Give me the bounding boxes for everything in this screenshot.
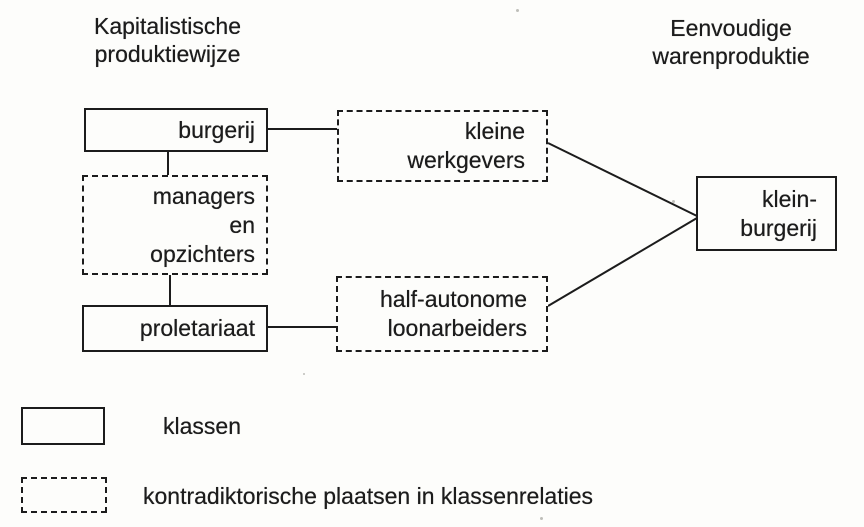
node-burgerij-label: burgerij [178, 116, 255, 143]
scan-speck [672, 200, 675, 203]
scan-speck [540, 517, 543, 520]
node-kleinburgerij-label: klein- burgerij [740, 185, 817, 241]
legend-dashed-box-swatch [21, 477, 107, 513]
node-half-autonome-loonarbeiders: half-autonome loonarbeiders [336, 276, 548, 352]
node-burgerij: burgerij [84, 108, 268, 152]
edge-kleine-werkgevers-kleinburgerij [547, 142, 698, 217]
node-kleine-werkgevers: kleine werkgevers [337, 110, 548, 182]
legend-solid-label: klassen [163, 413, 241, 439]
node-half-autonome-loonarbeiders-label: half-autonome loonarbeiders [379, 286, 527, 341]
scan-speck [303, 373, 305, 375]
heading-kapitalistische-produktiewijze: Kapitalistische produktiewijze [93, 13, 242, 67]
node-kleinburgerij: klein- burgerij [696, 176, 837, 251]
legend-solid-box-swatch [21, 407, 105, 445]
node-managers-en-opzichters: managers en opzichters [82, 175, 268, 275]
node-managers-en-opzichters-label: managers en opzichters [150, 182, 255, 267]
node-proletariaat-label: proletariaat [139, 315, 255, 341]
edge-half-autonome-kleinburgerij [547, 217, 698, 307]
node-proletariaat: proletariaat [82, 305, 268, 352]
heading-eenvoudige-warenproduktie: Eenvoudige warenproduktie [652, 15, 810, 69]
scan-speck [516, 9, 519, 12]
legend-dashed-label: kontradiktorische plaatsen in klassenrel… [143, 483, 594, 509]
node-kleine-werkgevers-label: kleine werkgevers [407, 118, 525, 173]
